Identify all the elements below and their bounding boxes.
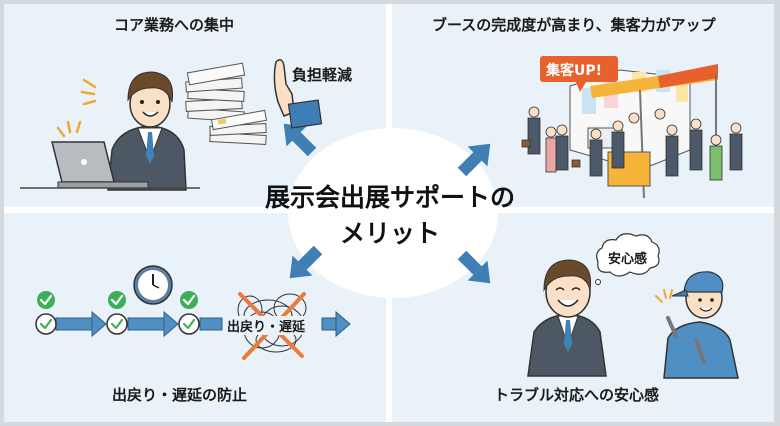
rework-delay-label: 出戻り・遅延	[226, 316, 307, 335]
check-icon	[35, 291, 200, 335]
businessman-laptop-illustration	[20, 71, 200, 191]
exhibition-booth-illustration	[521, 64, 743, 199]
peace-of-mind-label: 安心感	[608, 252, 648, 267]
center-ellipse	[288, 128, 498, 298]
clock-icon	[133, 265, 173, 305]
mechanic-illustration	[655, 271, 739, 379]
burden-reduction-label: 負担軽減	[292, 66, 353, 84]
process-flow-illustration	[35, 265, 351, 360]
panel-title-trouble-support: トラブル対応への安心感	[494, 386, 660, 404]
thought-bubble	[595, 233, 660, 285]
arrow-up-left-icon	[283, 123, 317, 157]
center-title-line1: 展示会出展サポートの	[264, 183, 515, 212]
arrow-down-left-icon	[289, 245, 323, 279]
arrow-down-right-icon	[457, 250, 491, 284]
panel-title-core-focus: コア業務への集中	[114, 16, 235, 34]
stop-hand-icon	[273, 59, 323, 129]
visitor-figures	[521, 106, 743, 181]
center-title-line2: メリット	[339, 219, 440, 248]
attendance-up-badge	[540, 56, 618, 92]
flow-arrow	[55, 310, 351, 338]
panel-title-booth-quality: ブースの完成度が高まり、集客力がアップ	[432, 16, 716, 34]
relieved-businessman-illustration	[527, 259, 607, 377]
attendance-up-badge-label: 集客UP!	[546, 63, 603, 79]
center-title: 展示会出展サポートの メリット	[200, 180, 580, 252]
arrow-up-right-icon	[457, 143, 491, 177]
paper-stack-illustration	[185, 62, 268, 145]
panel-title-delay-prevention: 出戻り・遅延の防止	[112, 386, 248, 404]
